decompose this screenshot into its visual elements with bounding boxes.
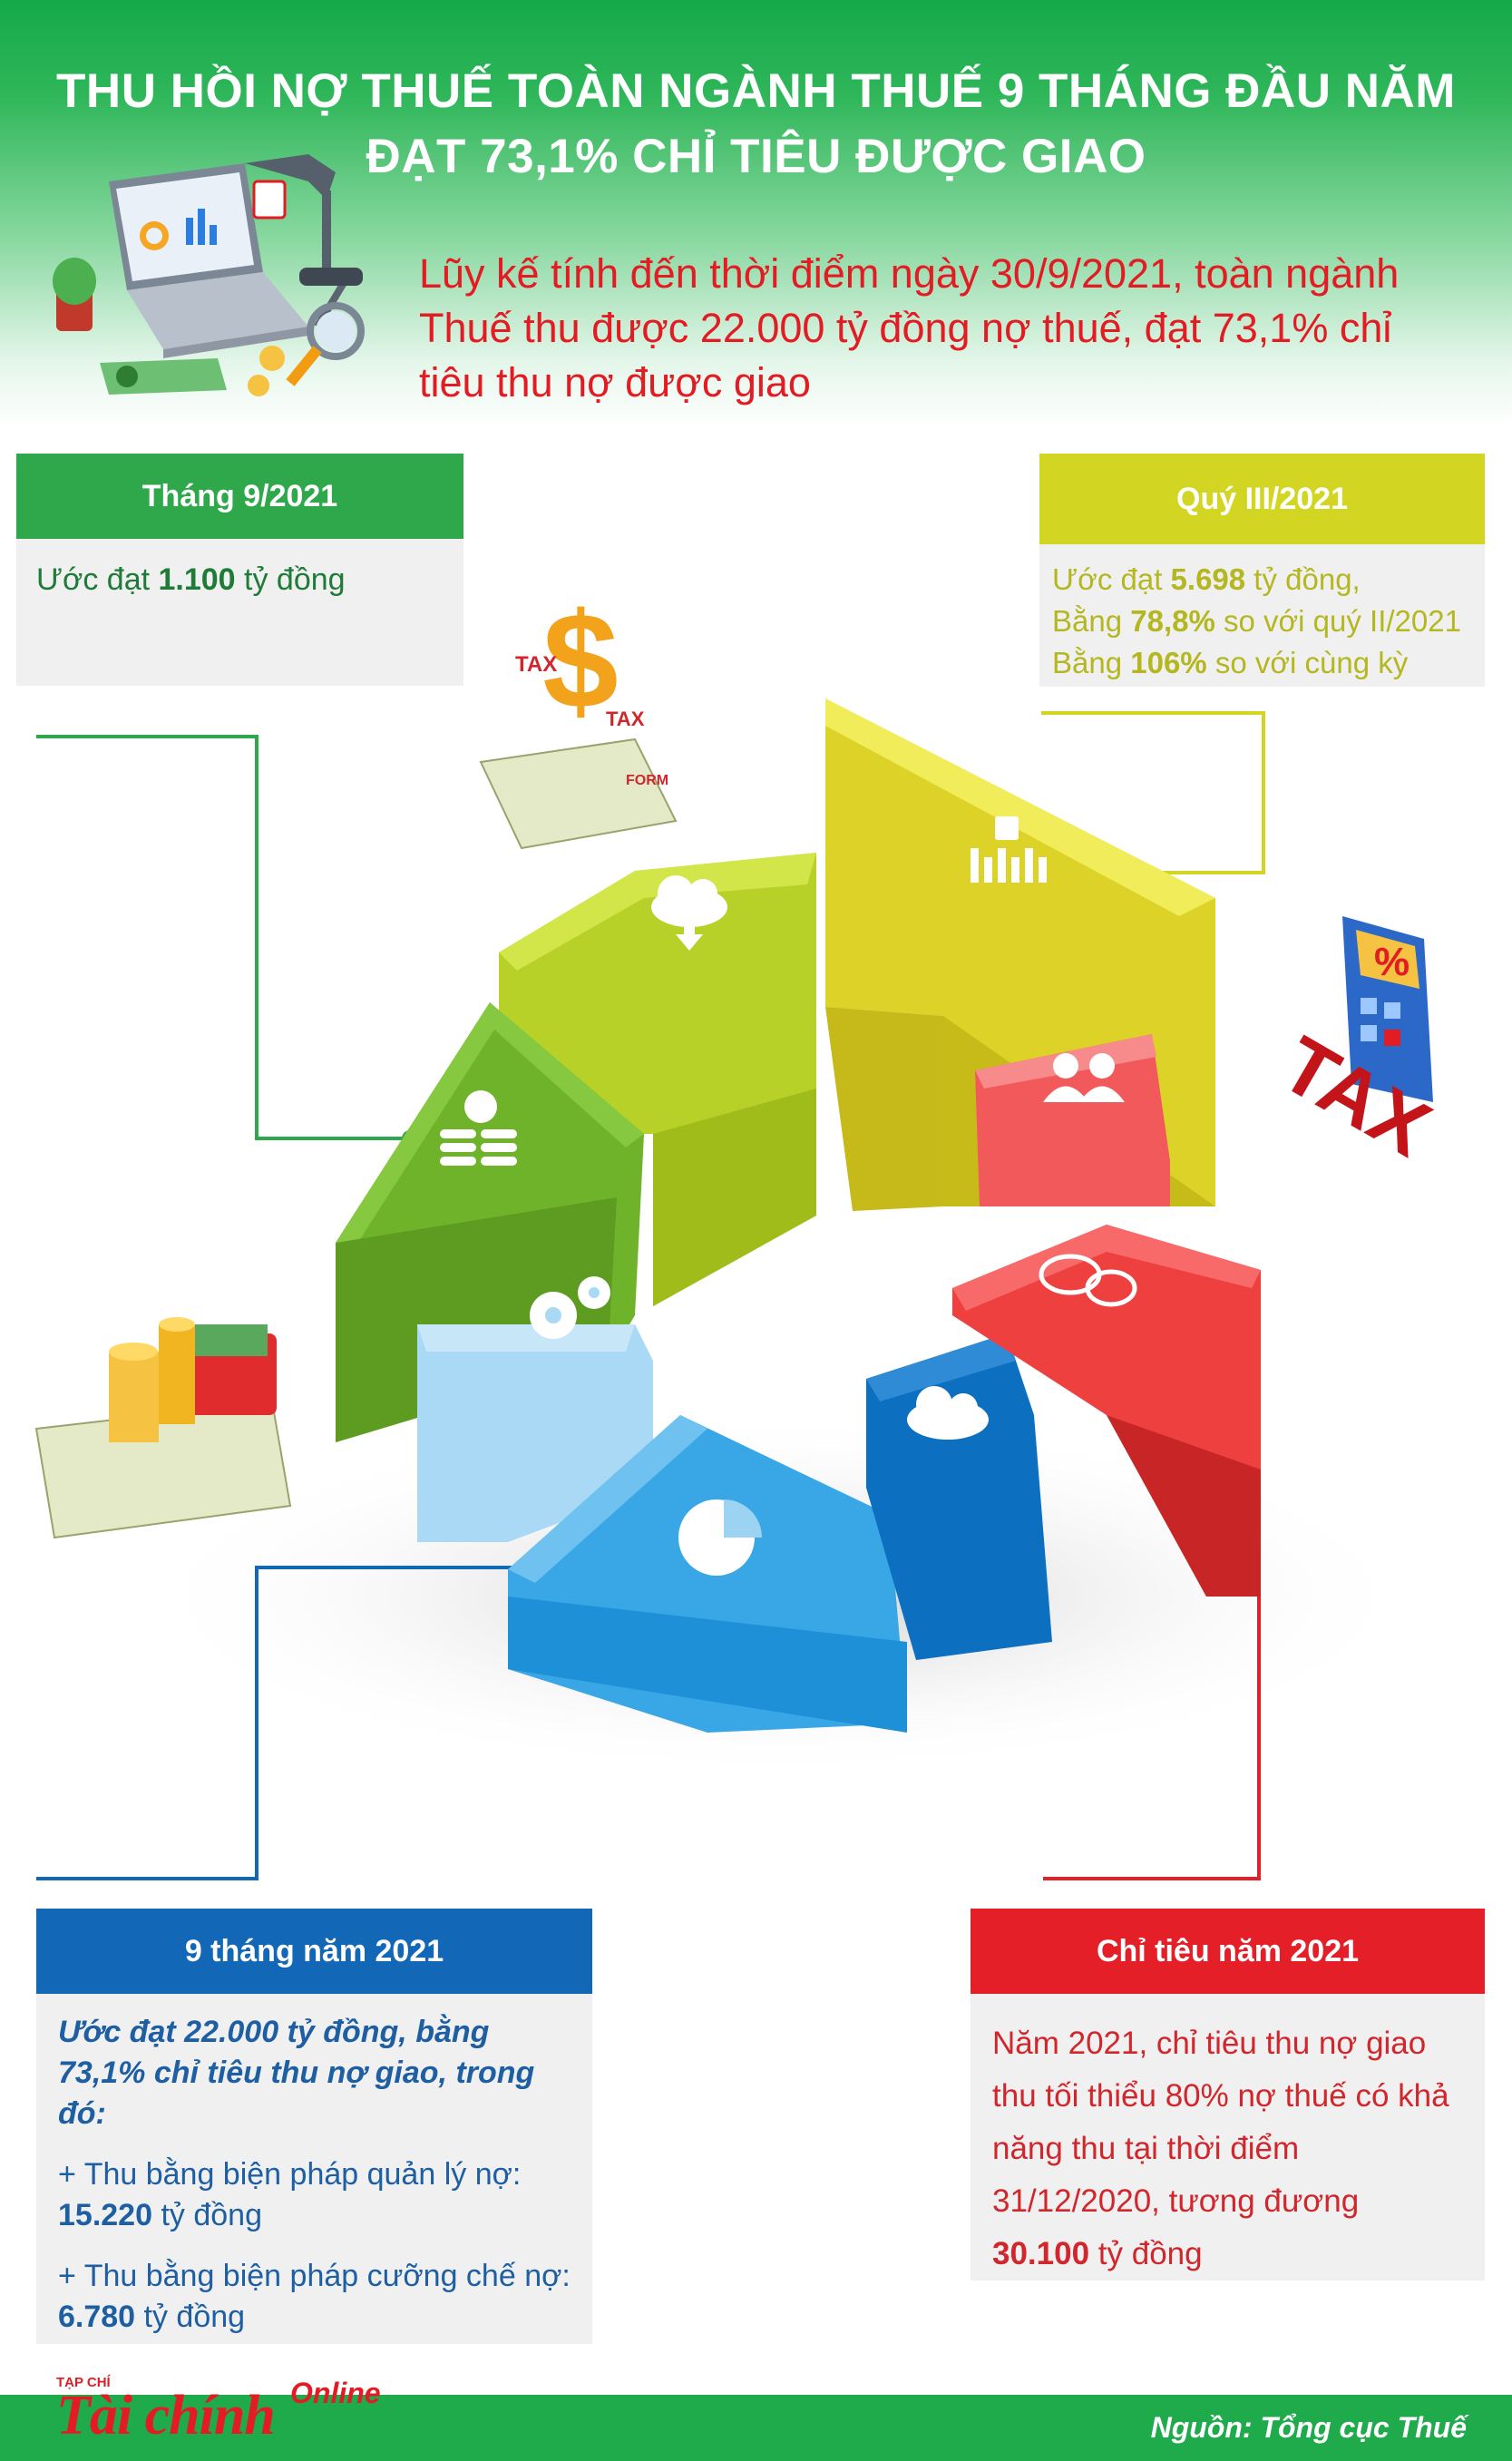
tax-label-1: TAX — [515, 652, 557, 677]
item1-text: + Thu bằng biện pháp quản lý nợ: — [58, 2157, 522, 2192]
target-box-title: Chỉ tiêu năm 2021 — [971, 1909, 1485, 1994]
svg-text:$: $ — [542, 584, 618, 737]
footer-bar — [0, 2395, 1512, 2461]
nine-month-intro: Ước đạt 22.000 tỷ đồng, bằng 73,1% chỉ t… — [58, 2015, 535, 2131]
q3-line1-suffix: tỷ đồng, — [1245, 562, 1361, 596]
pie-chart-icon — [678, 1499, 762, 1576]
percent-label: % — [1374, 940, 1410, 984]
month-suffix: tỷ đồng — [235, 562, 346, 597]
laptop-icon — [53, 154, 365, 396]
month-box: Tháng 9/2021 Ước đạt 1.100 tỷ đồng — [16, 454, 463, 686]
quarter-box-title: Quý III/2021 — [1039, 454, 1485, 544]
calculator-icon: % TAX — [1267, 916, 1445, 1174]
nine-month-box-title: 9 tháng năm 2021 — [36, 1909, 592, 1994]
month-box-body: Ước đạt 1.100 tỷ đồng — [16, 539, 463, 613]
q3-line2-prefix: Bằng — [1052, 604, 1131, 638]
chat-bubbles-icon — [1039, 1254, 1137, 1307]
form-label: FORM — [626, 773, 668, 788]
source-text: Nguồn: Tổng cục Thuế — [1150, 2411, 1467, 2444]
q3-line1-value: 5.698 — [1170, 562, 1246, 596]
logo-small-text: TẠP CHÍ — [56, 2375, 111, 2390]
q3-line3-value: 106% — [1130, 646, 1207, 679]
q3-line1-prefix: Ước đạt — [1052, 562, 1171, 596]
nine-month-item-2: + Thu bằng biện pháp cưỡng chế nợ: 6.780… — [58, 2256, 571, 2338]
header-banner: THU HỒI NỢ THUẾ TOÀN NGÀNH THUẾ 9 THÁNG … — [0, 0, 1512, 426]
logo-main-text: Tài chính — [56, 2385, 276, 2446]
target-suffix: tỷ đồng — [1089, 2236, 1203, 2271]
tax-label-2: TAX — [606, 708, 645, 730]
target-box-body: Năm 2021, chỉ tiêu thu nợ giao thu tối t… — [971, 1994, 1485, 2304]
wallet-icon — [34, 1317, 292, 1539]
quarter-box-body: Ước đạt 5.698 tỷ đồng, Bằng 78,8% so với… — [1039, 544, 1485, 698]
nine-month-box-body: Ước đạt 22.000 tỷ đồng, bằng 73,1% chỉ t… — [36, 1994, 592, 2356]
item2-suffix: tỷ đồng — [135, 2300, 246, 2334]
summary-text: Lũy kế tính đến thời điểm ngày 30/9/2021… — [419, 250, 1400, 405]
nine-month-item-1: + Thu bằng biện pháp quản lý nợ: 15.220 … — [58, 2154, 571, 2236]
item2-value: 6.780 — [58, 2300, 136, 2334]
cloud-icon — [907, 1386, 989, 1440]
target-text: Năm 2021, chỉ tiêu thu nợ giao thu tối t… — [992, 2026, 1449, 2219]
q3-line2-value: 78,8% — [1130, 604, 1215, 638]
q3-line3-prefix: Bằng — [1052, 646, 1131, 679]
q3-line3-suffix: so với cùng kỳ — [1206, 646, 1409, 679]
nine-month-box: 9 tháng năm 2021 Ước đạt 22.000 tỷ đồng,… — [36, 1909, 592, 2344]
coin-stack-icon — [440, 1090, 517, 1166]
tax-dollar-icon: $ TAX TAX FORM — [479, 584, 678, 850]
target-box: Chỉ tiêu năm 2021 Năm 2021, chỉ tiêu thu… — [971, 1909, 1485, 2280]
logo-online-text: Online — [290, 2377, 381, 2409]
ring-segment-lime — [499, 853, 816, 1306]
cloud-download-icon — [651, 875, 727, 951]
dollar-bars-icon — [971, 816, 1047, 883]
item1-value: 15.220 — [58, 2198, 152, 2232]
item2-text: + Thu bằng biện pháp cưỡng chế nợ: — [58, 2259, 571, 2293]
quarter-box: Quý III/2021 Ước đạt 5.698 tỷ đồng, Bằng… — [1039, 454, 1485, 687]
month-prefix: Ước đạt — [36, 562, 159, 597]
people-icon — [1043, 1053, 1125, 1102]
ring-segment-lightblue — [417, 1324, 653, 1542]
item1-suffix: tỷ đồng — [152, 2198, 262, 2232]
target-value: 30.100 — [992, 2236, 1090, 2271]
gears-icon — [530, 1276, 610, 1339]
q3-line2-suffix: so với quý II/2021 — [1214, 604, 1461, 638]
month-box-title: Tháng 9/2021 — [16, 454, 463, 539]
page-title-line-2: ĐẠT 73,1% CHỈ TIÊU ĐƯỢC GIAO — [366, 130, 1146, 183]
month-value: 1.100 — [158, 562, 236, 597]
page-title-line-1: THU HỒI NỢ THUẾ TOÀN NGÀNH THUẾ 9 THÁNG … — [56, 64, 1456, 118]
ring-segment-red — [952, 1225, 1261, 1597]
